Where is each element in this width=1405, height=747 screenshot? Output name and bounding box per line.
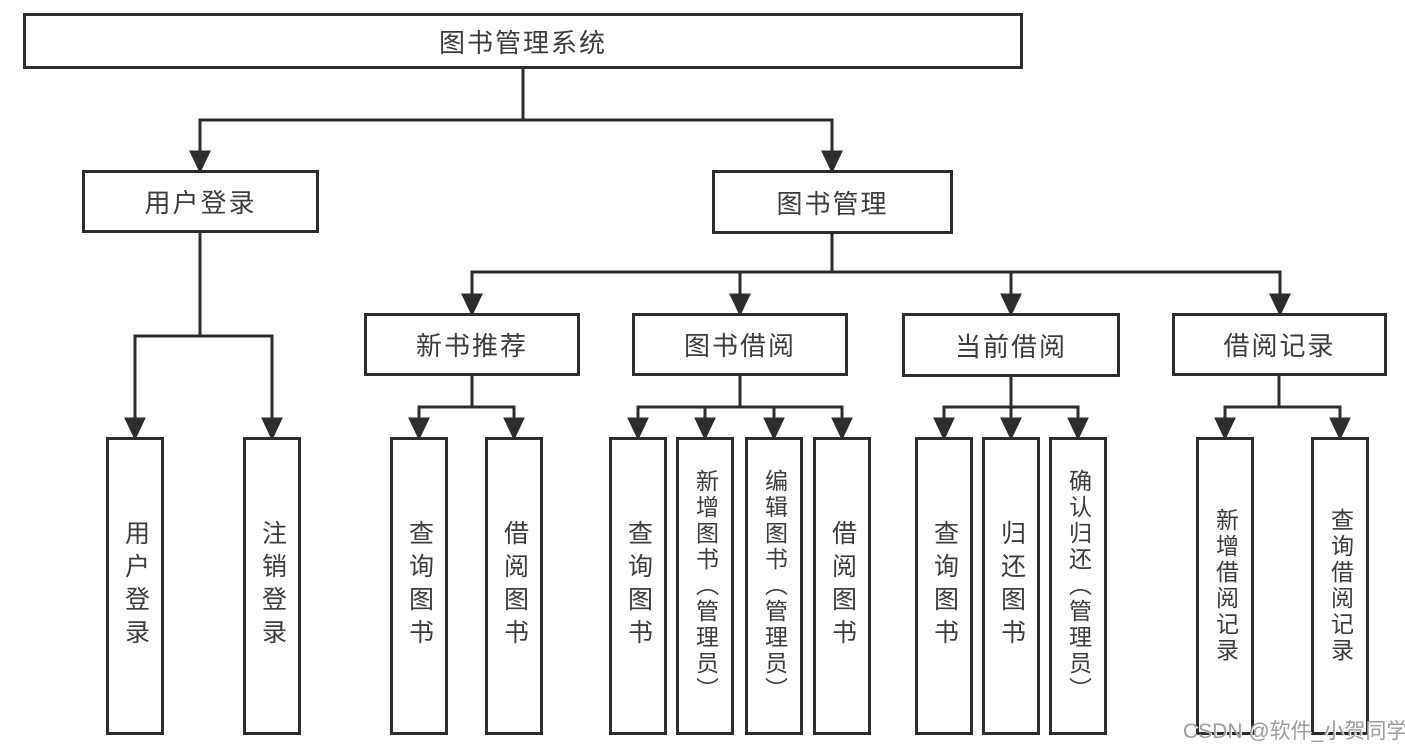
leaf-query-books-recommend: 查询图书 bbox=[390, 437, 448, 735]
node-label: 借阅图书 bbox=[500, 520, 529, 652]
connector-user-login-to-leaves bbox=[124, 233, 283, 441]
leaf-return-books: 归还图书 bbox=[982, 437, 1040, 735]
node-label: 图书管理系统 bbox=[438, 27, 607, 58]
leaf-query-books-borrow: 查询图书 bbox=[609, 437, 667, 735]
node-label: 当前借阅 bbox=[954, 331, 1067, 362]
node-label: 用户登录 bbox=[121, 520, 150, 652]
node-label: 新增借阅记录 bbox=[1212, 508, 1239, 664]
connector-book-mgmt-to-level3 bbox=[461, 234, 1291, 317]
leaf-add-books-admin: 新增图书（管理员） bbox=[676, 437, 734, 735]
node-label: 查询借阅记录 bbox=[1327, 508, 1354, 664]
leaf-confirm-return-admin: 确认归还（管理员） bbox=[1049, 437, 1107, 735]
csdn-watermark: CSDN @软件_小贺同学 bbox=[1183, 720, 1405, 743]
node-user-login: 用户登录 bbox=[82, 170, 319, 233]
node-book-borrowing: 图书借阅 bbox=[632, 313, 848, 376]
leaf-user-login: 用户登录 bbox=[106, 437, 164, 735]
connector-new-book-to-leaves bbox=[408, 376, 525, 441]
leaf-logout: 注销登录 bbox=[243, 437, 301, 735]
node-label: 借阅记录 bbox=[1223, 331, 1336, 361]
leaf-query-books-current: 查询图书 bbox=[915, 437, 973, 735]
node-label: 查询图书 bbox=[624, 520, 653, 652]
node-book-management: 图书管理 bbox=[712, 170, 953, 234]
node-label: 借阅图书 bbox=[828, 520, 857, 652]
leaf-query-borrow-record: 查询借阅记录 bbox=[1311, 437, 1369, 735]
node-borrow-records: 借阅记录 bbox=[1172, 313, 1387, 376]
node-label: 新增图书（管理员） bbox=[692, 469, 719, 703]
node-label: 新书推荐 bbox=[415, 331, 528, 361]
node-label: 注销登录 bbox=[258, 520, 287, 652]
node-label: 图书管理 bbox=[776, 188, 889, 219]
leaf-edit-books-admin: 编辑图书（管理员） bbox=[745, 437, 803, 735]
connector-root-to-level2 bbox=[189, 69, 843, 174]
leaf-borrow-books: 借阅图书 bbox=[813, 437, 871, 735]
node-label: 图书借阅 bbox=[683, 331, 796, 361]
node-label: 查询图书 bbox=[405, 520, 434, 652]
leaf-borrow-books-recommend: 借阅图书 bbox=[485, 437, 543, 735]
leaf-add-borrow-record: 新增借阅记录 bbox=[1196, 437, 1254, 735]
node-label: 确认归还（管理员） bbox=[1065, 469, 1092, 703]
node-label: 用户登录 bbox=[144, 188, 257, 218]
node-current-borrowing: 当前借阅 bbox=[902, 313, 1120, 377]
node-system-root: 图书管理系统 bbox=[23, 13, 1023, 69]
connector-book-borrow-to-leaves bbox=[627, 376, 853, 441]
node-label: 查询图书 bbox=[930, 520, 959, 652]
connector-current-borrow-to-leaves bbox=[933, 377, 1089, 441]
node-label: 归还图书 bbox=[997, 520, 1026, 652]
node-new-book-recommend: 新书推荐 bbox=[364, 313, 580, 376]
node-label: 编辑图书（管理员） bbox=[761, 469, 788, 703]
connector-borrow-record-to-leaves bbox=[1214, 376, 1351, 441]
